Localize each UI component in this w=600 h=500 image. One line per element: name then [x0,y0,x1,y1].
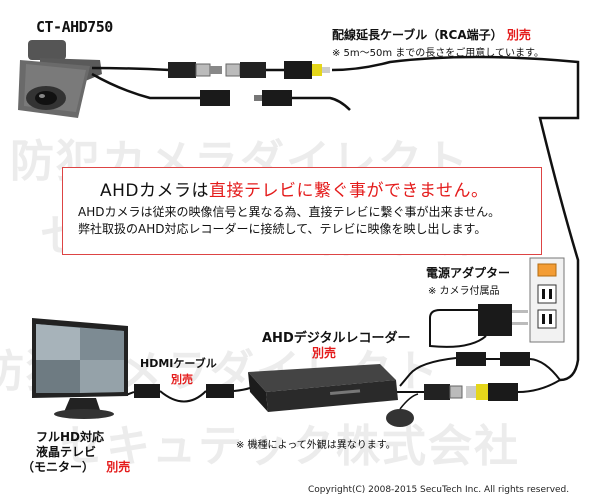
tv-label-line3: （モニター） 別売 [22,458,130,475]
rca-connector-icon [466,383,518,401]
sold-separately-badge: 別売 [106,460,131,474]
sold-separately-badge: 別売 [171,373,193,386]
adapter-note: ※ カメラ付属品 [428,286,500,297]
tv-label-line1: フルHD対応 [36,430,105,444]
watermark-text: セキュテック株式会社 [60,421,520,472]
bnc-connector-icon [225,62,266,78]
headline-prefix: AHDカメラは [100,181,210,201]
bnc-connector-icon [168,62,222,78]
tv-monitor-icon [32,318,128,419]
hdmi-cable-icon [134,384,251,403]
recorder-title: AHDデジタルレコーダー [262,331,411,346]
cable-title-text: 配線延長ケーブル（RCA端子） [332,28,503,42]
headline-highlight: 直接テレビに繋ぐ事ができません。 [209,181,489,201]
sold-separately-badge: 別売 [312,346,337,360]
cable-title: 配線延長ケーブル（RCA端子） 別売 [332,26,531,43]
notice-box [62,167,542,255]
bnc-connector-icon [424,384,463,400]
dc-power-connector-icon [500,352,530,366]
model-note: ※ 機種によって外観は異なります。 [236,440,396,451]
dc-power-connector-icon [200,90,292,106]
hdmi-title: HDMIケーブル [140,357,217,370]
camera-model-label: CT-AHD750 [36,18,113,36]
notice-headline: AHDカメラは直接テレビに繋ぐ事ができません。 [100,176,489,201]
tv-label-line2: 液晶テレビ [36,445,97,459]
notice-line: 弊社取扱のAHD対応レコーダーに接続して、テレビに映像を映し出します。 [78,222,487,236]
copyright: Copyright(C) 2008-2015 SecuTech Inc. All… [308,485,570,495]
power-adapter-icon [478,304,528,336]
notice-line: AHDカメラは従来の映像信号と異なる為、直接テレビに繋ぐ事が出来ません。 [78,205,501,219]
adapter-title: 電源アダプター [426,266,511,280]
cable-note: ※ 5m～50m までの長さをご用意しています。 [332,48,545,59]
camera-icon [18,40,102,118]
sold-separately-badge: 別売 [506,28,531,42]
mouse-icon [386,393,419,427]
tv-label-line3-text: （モニター） [22,460,95,474]
rca-connector-icon [284,61,330,79]
dc-power-connector-icon [456,352,486,366]
power-outlet-icon [529,257,565,343]
recorder-icon [248,364,398,412]
